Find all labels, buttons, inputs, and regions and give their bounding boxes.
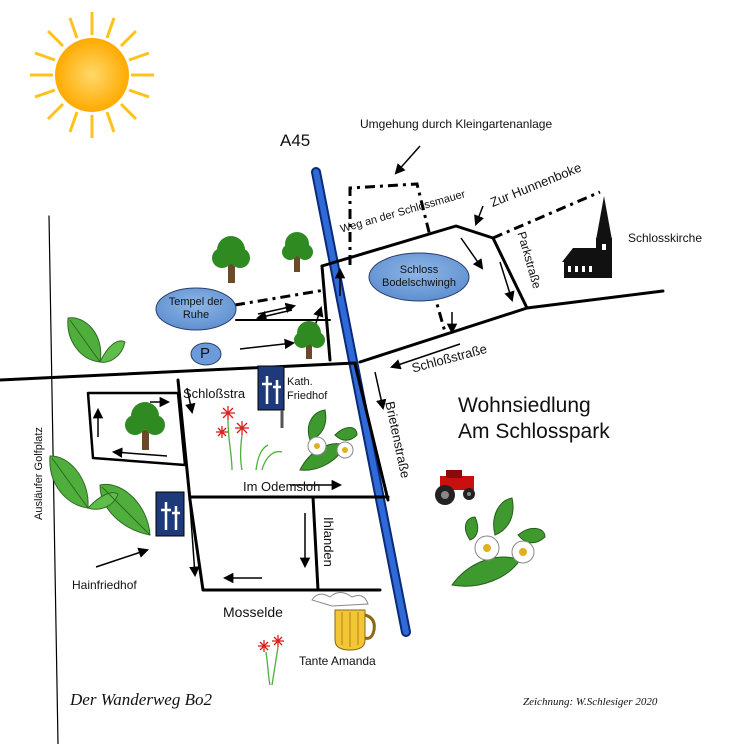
beer-mug-icon: [311, 592, 376, 651]
flower-icon: [299, 409, 358, 471]
flower-icon: [451, 497, 546, 587]
sun-icon: [30, 12, 154, 138]
highway-label: A45: [280, 131, 311, 150]
tempel-label-line2: Ruhe: [182, 309, 210, 321]
tree-icon: [125, 402, 165, 450]
mosselde-label: Mosselde: [223, 604, 283, 620]
golfplatz-label: Ausläufer Golfplatz: [33, 427, 45, 520]
leaf-icon: [67, 317, 126, 363]
road-network: [0, 215, 665, 744]
schlossstrasse-west-label: Schloßstra: [183, 386, 246, 401]
schloss-label: Schloss Bodelschwingh: [369, 264, 469, 290]
detour-label: Umgehung durch Kleingartenanlage: [360, 117, 553, 131]
schlosskirche-label: Schlosskirche: [628, 231, 703, 245]
tree-icon: [282, 232, 313, 272]
tree-icon: [294, 321, 325, 359]
odemsloh-label: Im Odemsloh: [243, 479, 321, 494]
map-credit: Zeichnung: W.Schlesiger 2020: [523, 696, 658, 708]
kath-friedhof-label: Kath. Friedhof: [287, 375, 327, 403]
kath-friedhof-line1: Kath.: [287, 376, 313, 388]
cemetery-cross-icon: [257, 365, 285, 428]
settlement-line2: Am Schlosspark: [458, 420, 610, 443]
schloss-bodelschwingh-marker: [368, 252, 470, 302]
ihlanden-label: Ihlanden: [321, 517, 336, 567]
tempel-label-line1: Tempel der: [168, 296, 224, 308]
tante-amanda-label: Tante Amanda: [299, 654, 376, 668]
church-icon: [562, 196, 612, 278]
tree-icon: [212, 236, 250, 283]
tempel-der-ruhe-marker: [155, 287, 237, 331]
parking-label: P: [200, 345, 211, 362]
flower-icon: [216, 406, 284, 686]
highway-a45: [311, 167, 411, 637]
hainfriedhof-label: Hainfriedhof: [72, 578, 137, 592]
cemetery-cross-icon: [155, 491, 185, 537]
tractor-icon: [435, 470, 475, 505]
parking-icon: [190, 342, 222, 366]
map-title: Der Wanderweg Bo2: [70, 690, 212, 709]
schloss-label-line1: Schloss: [399, 264, 439, 276]
settlement-label: Wohnsiedlung Am Schlosspark: [458, 393, 610, 445]
tempel-label: Tempel der Ruhe: [156, 296, 236, 322]
leaf-icon: [49, 455, 151, 536]
kath-friedhof-line2: Friedhof: [287, 390, 328, 402]
direction-arrows: [92, 145, 515, 584]
settlement-line1: Wohnsiedlung: [458, 394, 591, 417]
schloss-label-line2: Bodelschwingh: [382, 277, 456, 289]
